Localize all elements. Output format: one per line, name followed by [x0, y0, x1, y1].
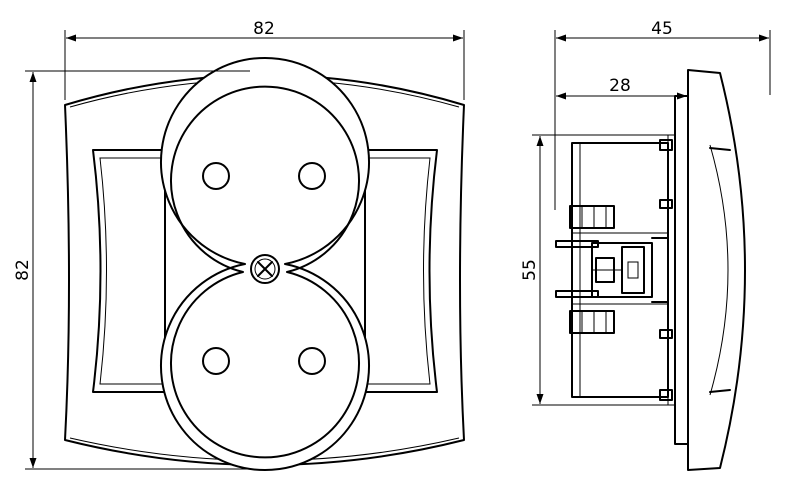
side-height-label: 55	[520, 259, 540, 281]
pin-hole-top-left	[202, 162, 230, 190]
left-decorative-panel	[92, 149, 166, 393]
side-clip-top2	[659, 199, 673, 209]
side-depth-total-dimension: 45	[554, 19, 771, 210]
side-depth-inner-dimension: 28	[556, 76, 689, 100]
right-decorative-panel-inner	[364, 157, 431, 385]
side-view	[555, 69, 746, 471]
left-decorative-panel-inner	[99, 157, 166, 385]
side-depth-inner-label: 28	[609, 76, 631, 96]
side-mounting-frame	[674, 95, 689, 445]
side-terminal-top	[555, 205, 615, 248]
side-height-dimension: 55	[520, 134, 668, 406]
side-depth-total-label: 45	[651, 19, 673, 39]
side-clip-bottom	[659, 389, 673, 401]
front-height-dimension: 82	[13, 70, 250, 470]
right-decorative-panel	[364, 149, 438, 393]
side-cover-inner	[709, 144, 729, 396]
front-height-label: 82	[13, 259, 33, 281]
pin-hole-bottom-right	[298, 347, 326, 375]
center-screw-icon	[250, 254, 280, 284]
socket-inner-outline	[170, 85, 360, 459]
pin-hole-top-right	[298, 162, 326, 190]
side-clip-top	[659, 139, 673, 151]
socket-outer-outline	[160, 57, 370, 471]
side-terminal-bottom	[555, 290, 615, 334]
side-body	[571, 142, 669, 398]
side-mounting-frame-inner	[667, 134, 676, 406]
front-view	[64, 57, 465, 471]
side-cover-clip-bottom	[709, 389, 731, 393]
side-central-mechanism	[591, 237, 669, 303]
side-cover-clip-top	[709, 147, 731, 151]
pin-hole-bottom-left	[202, 347, 230, 375]
side-clip-bottom2	[659, 329, 673, 339]
front-width-label: 82	[253, 19, 275, 39]
front-width-dimension: 82	[64, 19, 465, 100]
side-cover-plate	[687, 69, 746, 471]
